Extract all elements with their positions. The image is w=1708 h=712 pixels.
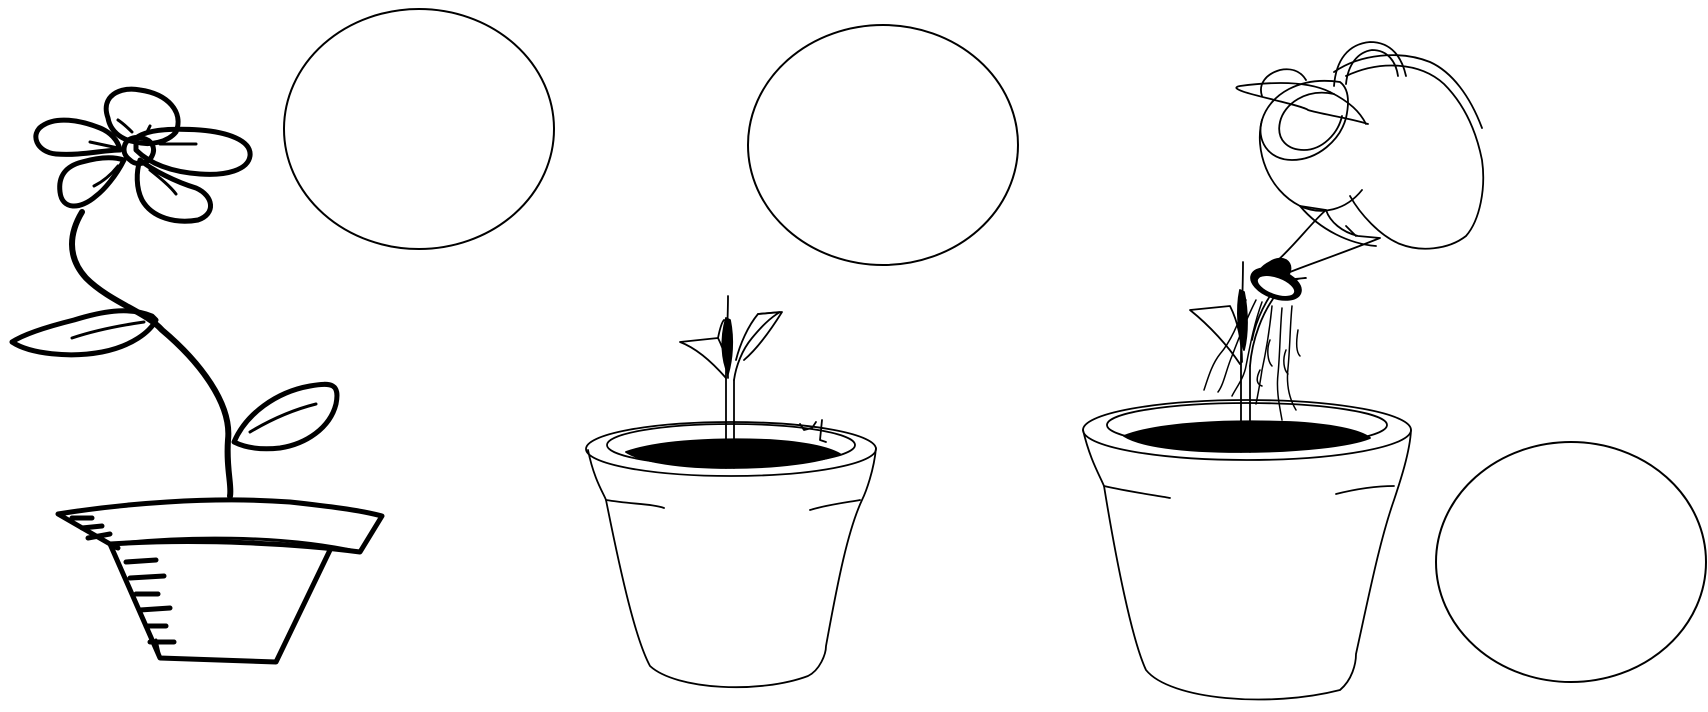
seedling3-leaf-left	[1190, 306, 1242, 364]
seedling-leaf-left	[680, 338, 728, 378]
water-spray	[1204, 300, 1300, 420]
answer-circle-2[interactable]	[748, 25, 1018, 265]
pot3-soil	[1124, 421, 1370, 452]
right-leaf	[234, 384, 337, 448]
can-spout	[1276, 210, 1380, 272]
pot-rim	[58, 500, 382, 552]
pot-soil	[626, 439, 840, 468]
left-leaf	[12, 311, 156, 355]
answer-circle-3[interactable]	[1436, 442, 1706, 682]
flower-pot-icon	[12, 89, 382, 662]
pot3-body	[1083, 430, 1411, 700]
can-cylinder	[1260, 81, 1348, 160]
seedling-pot-icon	[586, 296, 876, 687]
can-body	[1346, 66, 1483, 249]
seedling-bud	[722, 318, 732, 374]
flower-head	[36, 89, 250, 221]
pot-ticks	[72, 518, 174, 642]
pot-body	[588, 448, 876, 687]
watering-can-icon	[1083, 42, 1483, 700]
answer-circle-1[interactable]	[284, 9, 554, 249]
